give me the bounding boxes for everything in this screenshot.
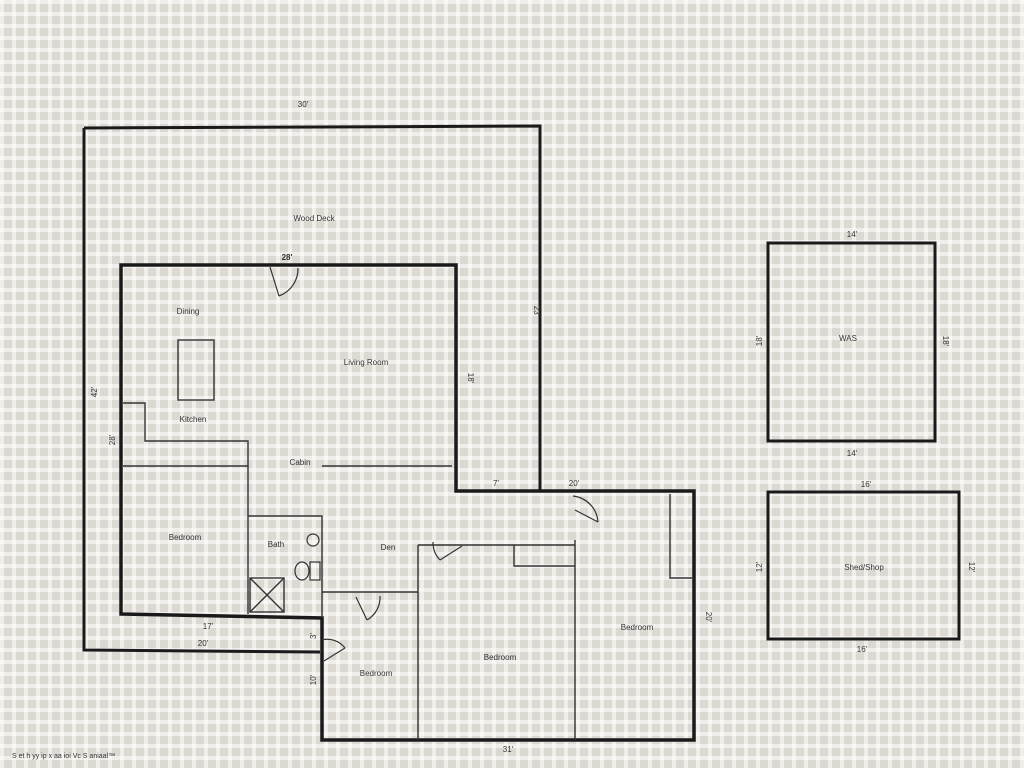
room-label-was: WAS [839, 334, 857, 343]
dim-shed-left: 12' [755, 561, 764, 572]
room-label-dining: Dining [177, 307, 200, 316]
room-label-bedroom-east: Bedroom [621, 623, 654, 632]
shower-stall [249, 577, 285, 613]
dim-shed-bottom: 16' [857, 645, 868, 654]
dim-was-top: 14' [847, 230, 858, 239]
room-label-shed: Shed/Shop [844, 563, 884, 572]
room-label-bedroom-middle: Bedroom [484, 653, 517, 662]
interior-walls [123, 402, 694, 740]
room-label-kitchen: Kitchen [180, 415, 207, 424]
room-label-living-room: Living Room [344, 358, 389, 367]
dim-deck-top: 30' [298, 100, 309, 109]
wood-deck-outline [82, 124, 542, 654]
was-building [766, 241, 937, 443]
room-label-bedroom-small: Bedroom [360, 669, 393, 678]
dim-cabin-top: 28' [282, 253, 293, 262]
dim-shed-top: 16' [861, 480, 872, 489]
room-label-cabin: Cabin [290, 458, 311, 467]
dim-step-3: 3' [309, 633, 318, 639]
dim-was-right: 18' [941, 336, 950, 347]
dim-shed-right: 12' [967, 562, 976, 573]
door-swings [269, 266, 599, 662]
room-label-wood-deck: Wood Deck [293, 214, 335, 223]
dim-cabin-left: 28' [108, 434, 117, 445]
dim-wing-right: 20' [704, 612, 713, 623]
dim-deck-right: 23' [532, 306, 541, 317]
main-house-walls [119, 263, 696, 742]
room-label-bath: Bath [268, 540, 284, 549]
dim-was-bottom: 14' [847, 449, 858, 458]
dim-small-bedroom-left: 10' [309, 674, 318, 685]
dim-was-left: 18' [755, 335, 764, 346]
kitchen-island [177, 339, 215, 401]
dim-inner-17: 17' [203, 622, 214, 631]
bath-fixtures [294, 533, 321, 581]
dim-step-7: 7' [493, 479, 499, 488]
dim-deck-left: 42' [90, 386, 99, 397]
room-label-den: Den [381, 543, 396, 552]
room-label-bedroom-west: Bedroom [169, 533, 202, 542]
dim-bottom-total: 31' [503, 745, 514, 754]
shed-building [766, 490, 961, 641]
dim-cabin-right: 18' [466, 373, 475, 384]
dim-deck-bottom: 20' [198, 639, 209, 648]
dim-wing-top: 20' [569, 479, 580, 488]
footer-watermark-text: S et h yy ip x aa ioi Vc S aniaal™ [12, 753, 115, 760]
